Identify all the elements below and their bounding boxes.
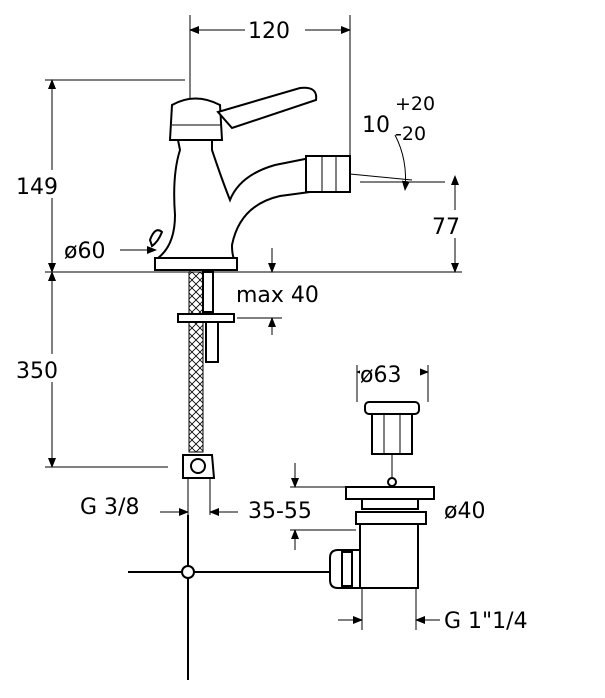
dimension-thread-g114: G 1"1/4 xyxy=(338,588,528,634)
label-height: 149 xyxy=(16,175,58,200)
dimension-hose-350: 350 xyxy=(14,271,168,468)
supply-hose xyxy=(177,271,235,515)
label-base-diameter: ø60 xyxy=(64,239,105,264)
label-width: 120 xyxy=(248,19,290,44)
lever-handle xyxy=(216,86,318,130)
label-deck-range: 35-55 xyxy=(248,499,312,524)
dimension-width-120: 120 xyxy=(189,14,351,160)
label-angle-plus: +20 xyxy=(395,93,435,115)
pop-up-rod xyxy=(128,515,345,680)
dimension-thread-g38: G 3/8 xyxy=(80,495,238,520)
label-waste-thread: G 1"1/4 xyxy=(444,609,528,634)
pop-up-knob xyxy=(148,229,164,248)
dimension-base-60: ø60 xyxy=(64,239,157,264)
spout-nozzle xyxy=(305,155,351,193)
label-angle-minus: -20 xyxy=(395,123,426,145)
dimension-waste-40: ø40 xyxy=(444,499,485,524)
label-spout-height: 77 xyxy=(432,215,460,240)
label-hose-thread: G 3/8 xyxy=(80,495,139,520)
dimension-max-40: max 40 xyxy=(236,248,319,335)
label-plug-diameter: ø63 xyxy=(360,363,401,388)
label-angle-base: 10 xyxy=(362,113,390,138)
dimension-spout-77: 77 xyxy=(430,175,470,273)
label-hose-length: 350 xyxy=(16,359,58,384)
label-max-thickness: max 40 xyxy=(236,283,319,308)
dimension-angle: 10 +20 -20 xyxy=(349,93,445,191)
mixer-body xyxy=(148,86,351,271)
label-waste-diameter: ø40 xyxy=(444,499,485,524)
waste-valve: ø63 xyxy=(329,360,435,589)
dimension-height-149: 149 xyxy=(14,79,462,273)
dimension-deck-35-55: 35-55 xyxy=(248,463,356,550)
